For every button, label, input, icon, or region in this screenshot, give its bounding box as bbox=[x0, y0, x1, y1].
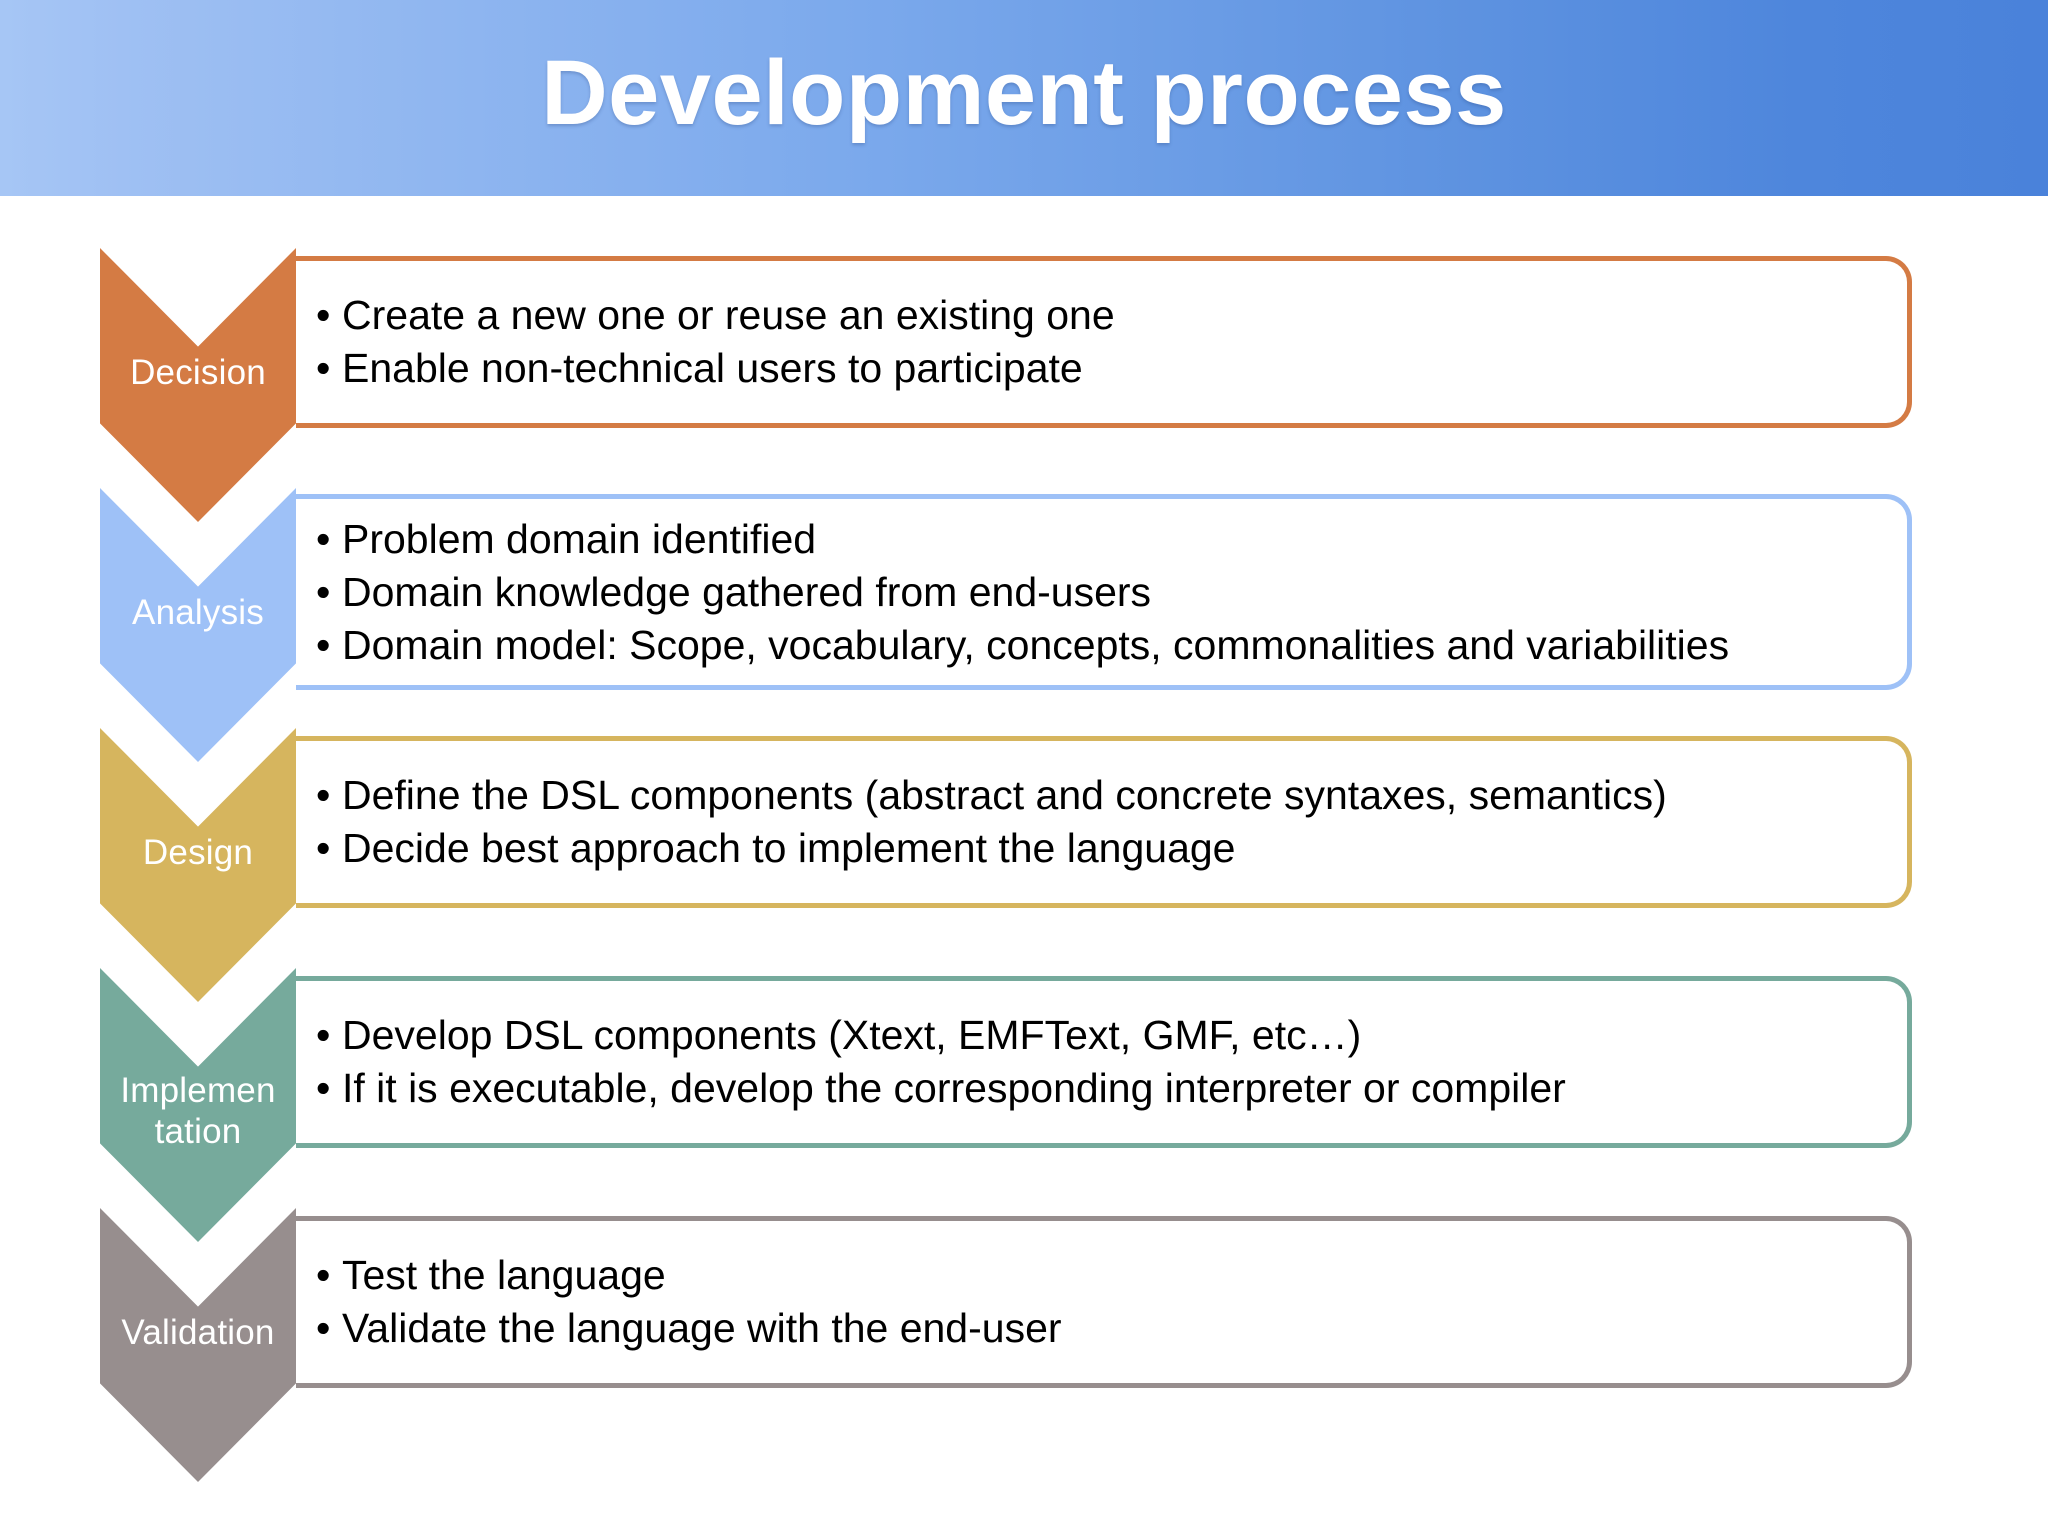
bullet-item: • Create a new one or reuse an existing … bbox=[316, 289, 1885, 342]
bullet-dot-icon: • bbox=[316, 568, 331, 615]
bullet-dot-icon: • bbox=[316, 345, 331, 391]
chevron-decision[interactable] bbox=[100, 248, 296, 522]
bullet-text: Define the DSL components (abstract and … bbox=[342, 772, 1667, 818]
page-title: Development process bbox=[541, 42, 1507, 144]
content-card-implementation: • Develop DSL components (Xtext, EMFText… bbox=[296, 976, 1912, 1148]
bullet-dot-icon: • bbox=[316, 515, 331, 562]
bullet-text: Enable non-technical users to participat… bbox=[342, 345, 1083, 391]
bullet-dot-icon: • bbox=[316, 772, 331, 818]
bullet-text: Domain model: Scope, vocabulary, concept… bbox=[342, 621, 1730, 668]
content-card-decision: • Create a new one or reuse an existing … bbox=[296, 256, 1912, 428]
chevron-analysis[interactable] bbox=[100, 488, 296, 762]
bullet-text: Test the language bbox=[342, 1252, 666, 1298]
content-card-analysis: • Problem domain identified • Domain kno… bbox=[296, 494, 1912, 690]
bullet-dot-icon: • bbox=[316, 1065, 331, 1111]
bullet-text: Create a new one or reuse an existing on… bbox=[342, 292, 1115, 338]
bullet-dot-icon: • bbox=[316, 1012, 331, 1058]
bullet-item: • Domain knowledge gathered from end-use… bbox=[316, 566, 1885, 619]
bullet-text: Decide best approach to implement the la… bbox=[342, 825, 1236, 871]
bullet-item: • Validate the language with the end-use… bbox=[316, 1302, 1885, 1355]
header-banner: Development process bbox=[0, 0, 2048, 196]
bullet-item: • Problem domain identified bbox=[316, 513, 1885, 566]
bullet-item: • Decide best approach to implement the … bbox=[316, 822, 1885, 875]
bullet-text: If it is executable, develop the corresp… bbox=[342, 1065, 1566, 1111]
bullet-dot-icon: • bbox=[316, 1305, 331, 1351]
bullet-item: • If it is executable, develop the corre… bbox=[316, 1062, 1885, 1115]
bullet-dot-icon: • bbox=[316, 621, 331, 668]
bullet-dot-icon: • bbox=[316, 292, 331, 338]
bullet-dot-icon: • bbox=[316, 825, 331, 871]
bullet-dot-icon: • bbox=[316, 1252, 331, 1298]
bullet-item: • Develop DSL components (Xtext, EMFText… bbox=[316, 1009, 1885, 1062]
chevron-design[interactable] bbox=[100, 728, 296, 1002]
chevron-implementation[interactable] bbox=[100, 968, 296, 1242]
content-card-design: • Define the DSL components (abstract an… bbox=[296, 736, 1912, 908]
content-card-validation: • Test the language • Validate the langu… bbox=[296, 1216, 1912, 1388]
bullet-item: • Define the DSL components (abstract an… bbox=[316, 769, 1885, 822]
bullet-item: • Test the language bbox=[316, 1249, 1885, 1302]
bullet-text: Problem domain identified bbox=[342, 515, 817, 562]
bullet-item: • Enable non-technical users to particip… bbox=[316, 342, 1885, 395]
bullet-text: Domain knowledge gathered from end-users bbox=[342, 568, 1152, 615]
bullet-text: Develop DSL components (Xtext, EMFText, … bbox=[342, 1012, 1362, 1058]
bullet-text: Validate the language with the end-user bbox=[342, 1305, 1062, 1351]
chevron-validation[interactable] bbox=[100, 1208, 296, 1482]
bullet-item: • Domain model: Scope, vocabulary, conce… bbox=[316, 619, 1885, 672]
